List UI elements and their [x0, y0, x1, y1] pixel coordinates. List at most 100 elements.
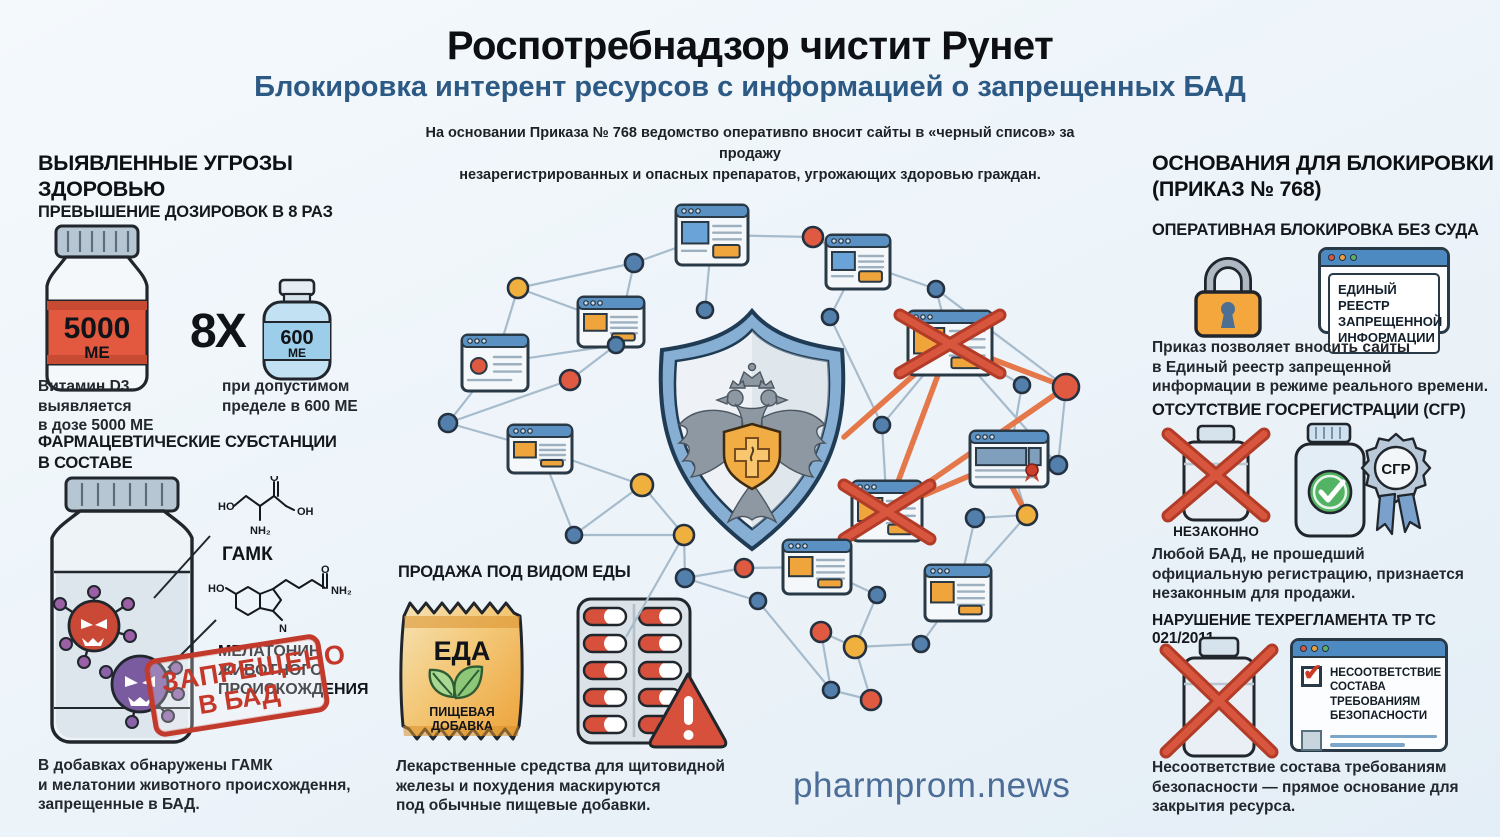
network-node: [842, 634, 868, 660]
checkbox-label-line: СОСТАВА: [1330, 681, 1386, 694]
chem-atom: O: [270, 476, 279, 484]
food-caption: Лекарственные средства для щитовидной же…: [396, 757, 736, 816]
vitamin-bottle-5000-icon: 5000 МЕ: [45, 224, 149, 392]
caption-line: Любой БАД, не прошедший: [1152, 546, 1365, 563]
network-node: [674, 567, 696, 589]
window-titlebar: [1293, 641, 1445, 658]
network-node: [695, 300, 715, 320]
block2-caption: Любой БАД, не прошедший официальную реги…: [1152, 545, 1497, 604]
block2-heading: ОТСУТСТВИЕ ГОСРЕГИСТРАЦИИ (СГР): [1152, 401, 1466, 419]
network-diagram: [437, 203, 1081, 712]
crest-cross-icon: [722, 422, 782, 491]
melatonin-structure-icon: HO N O NH₂ МЕЛАТОНИН ЖИВОТНОГО ПРОИСКОЖД…: [208, 564, 369, 698]
network-edge: [757, 600, 832, 691]
caption-line: при допустимом: [222, 378, 350, 395]
vitamin-bottle-600-icon: 600 МЕ: [262, 278, 332, 381]
network-node: [629, 472, 655, 498]
network-node: [821, 680, 841, 700]
checkbox-label: НЕСООТВЕТСТВИЕ СОСТАВА ТРЕБОВАНИЯМ БЕЗОП…: [1330, 666, 1441, 724]
network-nodes: [437, 225, 1081, 712]
caption-line: и мелатонии животного происхождення,: [38, 776, 351, 794]
chem-atom: OH: [297, 506, 314, 518]
window-dot-icon: [1328, 254, 1335, 261]
caption-line: Лекарственные средства для щитовидной: [396, 758, 725, 775]
browser-window-icon: [824, 233, 892, 291]
chem-atom: HO: [218, 501, 235, 513]
heading-line: ФАРМАЦЕВТИЧЕСКИЕ СУБСТАНЦИИ: [38, 433, 337, 451]
intro-line: незарегистрированных и опасных препарато…: [459, 167, 1041, 184]
sgr-badge-icon: СГР: [1360, 432, 1432, 536]
window-titlebar: [1321, 250, 1447, 267]
big-bottle-unit: МЕ: [84, 343, 110, 362]
overdose-caption-right: при допустимом пределе в 600 МЕ: [222, 377, 382, 416]
melatonin-label: ЖИВОТНОГО: [217, 662, 323, 679]
network-node: [558, 368, 582, 392]
browser-window-icon: [968, 429, 1050, 489]
blocked-site-icon: [837, 478, 937, 546]
caption-line: Приказ позволяет вносить сайты: [1152, 339, 1411, 356]
window-dot-icon: [1322, 645, 1329, 652]
caption-line: пределе в 600 МЕ: [222, 397, 358, 415]
network-node: [820, 307, 840, 327]
checkbox-label-line: БЕЗОПАСНОСТИ: [1330, 710, 1428, 723]
caption-line: закрытия ресурса.: [1152, 798, 1296, 816]
network-node: [1012, 375, 1032, 395]
blocked-bottle-icon: [1161, 424, 1271, 523]
pharma-heading: ФАРМАЦЕВТИЧЕСКИЕ СУБСТАНЦИИ В СОСТАВЕ: [38, 432, 378, 473]
page-title: Роспотребнадзор чистит Рунет: [446, 24, 1054, 68]
caption-line: В добавках обнаружены ГАМК: [38, 757, 273, 774]
caption-line: Несоответствие состава требованиям: [1152, 759, 1447, 776]
small-bottle-value: 600: [280, 327, 313, 349]
network-node: [506, 276, 530, 300]
multiplier-label: 8X: [190, 305, 247, 358]
big-bottle-value: 5000: [64, 312, 131, 345]
chem-atom: HO: [208, 583, 225, 595]
packet-subtitle: ПИЩЕВАЯ: [429, 705, 494, 719]
window-dot-icon: [1300, 645, 1307, 652]
virus-molecule-icon: [99, 654, 185, 729]
eagle-emblem-icon: [677, 362, 827, 524]
gaba-structure-icon: HO O OH NH₂ ГАМК: [218, 476, 314, 565]
network-node: [748, 591, 768, 611]
block1-heading: ОПЕРАТИВНАЯ БЛОКИРОВКА БЕЗ СУДА: [1152, 221, 1479, 239]
chem-atom: NH₂: [250, 525, 271, 537]
block1-caption: Приказ позволяет вносить сайты в Единый …: [1152, 338, 1497, 397]
food-packet-icon: ЕДА ПИЩЕВАЯ ДОБАВКА: [399, 601, 524, 741]
chem-atom: NH₂: [331, 585, 352, 597]
window-dot-icon: [1311, 645, 1318, 652]
network-node: [964, 507, 986, 529]
browser-window-icon: [460, 333, 530, 393]
caption-line: в Единый реестр запрещенной: [1152, 358, 1392, 376]
network-node: [859, 688, 883, 712]
caption-line: железы и похудения маскируются: [396, 777, 661, 795]
gaba-label: ГАМК: [222, 544, 273, 565]
grounds-title: ОСНОВАНИЯ ДЛЯ БЛОКИРОВКИ (ПРИКАЗ № 768): [1152, 150, 1497, 202]
network-edge: [573, 484, 643, 536]
network-node: [1015, 503, 1039, 527]
browser-window-icon: [923, 563, 993, 623]
padlock-icon: [1194, 257, 1262, 338]
shield-icon: [658, 307, 846, 552]
pharma-caption: В добавках обнаружены ГАМК и мелатонии ж…: [38, 756, 398, 815]
network-node: [872, 415, 892, 435]
blocked-site-icon: [893, 308, 1007, 380]
noncompliance-window: ✔ НЕСООТВЕТСТВИЕ СОСТАВА ТРЕБОВАНИЯМ БЕЗ…: [1290, 638, 1448, 752]
network-node: [606, 335, 626, 355]
chem-atom: O: [321, 564, 330, 576]
network-node: [733, 557, 755, 579]
network-node: [564, 525, 584, 545]
empty-checkbox-icon: [1301, 729, 1322, 751]
network-edge: [447, 378, 571, 425]
overdose-caption-left: Витамин D3 выявляется в дозе 5000 МЕ: [38, 377, 208, 436]
network-node: [809, 620, 833, 644]
pill-blister-icon: [576, 597, 728, 749]
overdose-heading: ПРЕВЫШЕНИЕ ДОЗИРОВОК В 8 РАЗ: [38, 203, 333, 221]
network-node: [1047, 454, 1069, 476]
checkbox-label-line: ТРЕБОВАНИЯМ: [1330, 695, 1421, 708]
browser-window-icon: [674, 203, 750, 267]
packet-title: ЕДА: [434, 636, 491, 666]
pharma-jar-illustration: HO O OH NH₂ ГАМК HO N O NH₂ МЕЛАТОНИН ЖИ…: [50, 476, 369, 744]
checked-checkbox-icon: ✔: [1301, 659, 1323, 687]
network-windows: [460, 203, 1050, 623]
